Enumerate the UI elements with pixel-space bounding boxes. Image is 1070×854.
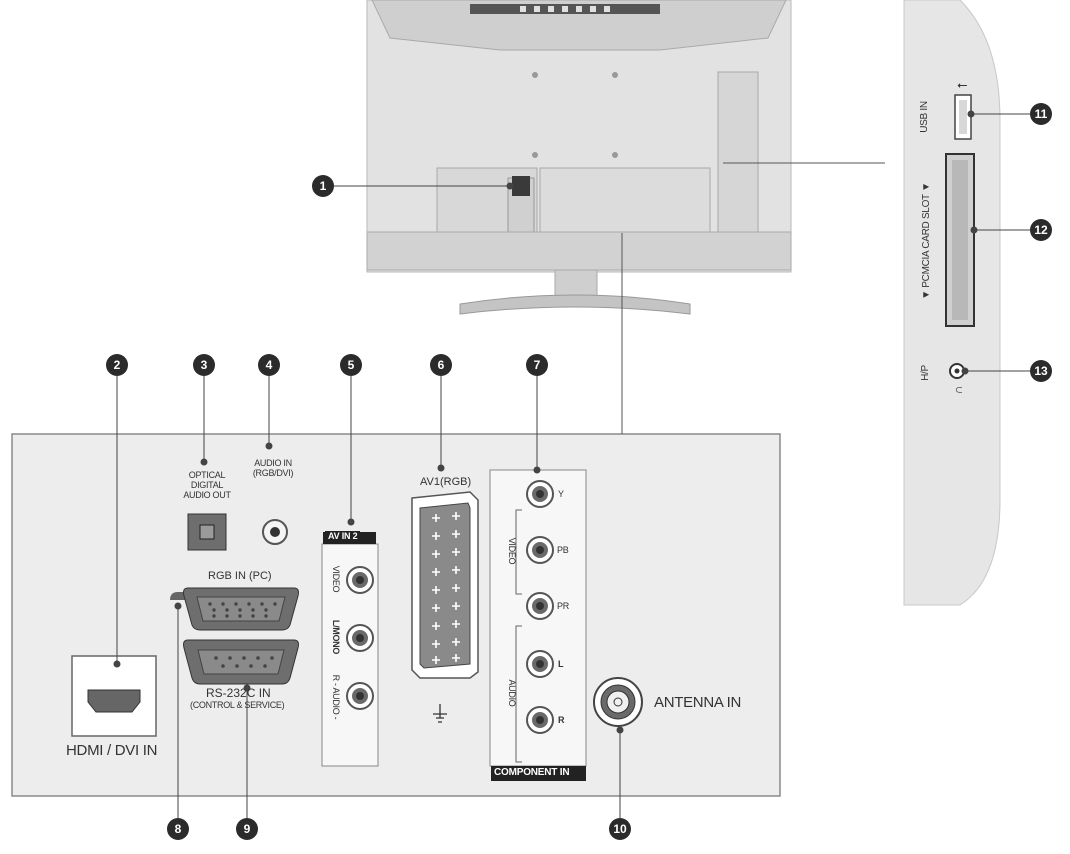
callout-11: 11 [1030,103,1052,125]
pcmcia-label: ▼ PCMCIA CARD SLOT ▼ [921,182,932,300]
headphone-icon: ∩ [951,385,965,395]
usb-icon: ⭠ [956,77,968,92]
comp-pb-label: PB [557,545,569,555]
callout-13: 13 [1030,360,1052,382]
usb-in-label: USB IN [919,101,930,133]
antenna-in-label: ANTENNA IN [654,694,742,711]
comp-video-label: VIDEO [507,537,517,565]
optical-label: OPTICAL DIGITAL AUDIO OUT [183,470,231,500]
callout-4: 4 [258,354,280,376]
callout-8: 8 [167,818,189,840]
callout-6: 6 [430,354,452,376]
leader-lines [113,110,1030,818]
callout-3: 3 [193,354,215,376]
comp-pr-label: PR [557,601,569,611]
av-in-2-badge: AV IN 2 [325,531,361,541]
comp-r-label: R [558,715,565,725]
callout-2: 2 [106,354,128,376]
side-panel [903,0,1001,606]
component-jacks [526,480,554,734]
component-in-badge: COMPONENT IN [494,767,570,778]
comp-l-label: L [558,659,564,669]
comp-audio-label: AUDIO [507,679,517,707]
connector-panel [11,233,781,797]
tv-rear-view [366,0,792,315]
hp-label: H/P [920,365,931,381]
callout-12: 12 [1030,219,1052,241]
av1-label: AV1(RGB) [420,476,472,488]
callout-9: 9 [236,818,258,840]
hdmi-label: HDMI / DVI IN [66,742,158,759]
comp-y-label: Y [558,489,564,499]
callout-7: 7 [526,354,548,376]
av-video-label: VIDEO [331,565,341,593]
av-in-2-jacks [346,566,374,710]
rs232-label: RS-232C IN [206,686,271,700]
callout-5: 5 [340,354,362,376]
av-raudio-label: R - AUDIO - [331,674,341,720]
callout-1: 1 [312,175,334,197]
callout-10: 10 [609,818,631,840]
av-lmono-label: L/MONO [331,619,341,655]
audio-in-label: AUDIO IN (RGB/DVI) [252,458,294,478]
rs232-sub-label: (CONTROL & SERVICE) [190,700,285,710]
rgb-in-label: RGB IN (PC) [208,570,272,582]
